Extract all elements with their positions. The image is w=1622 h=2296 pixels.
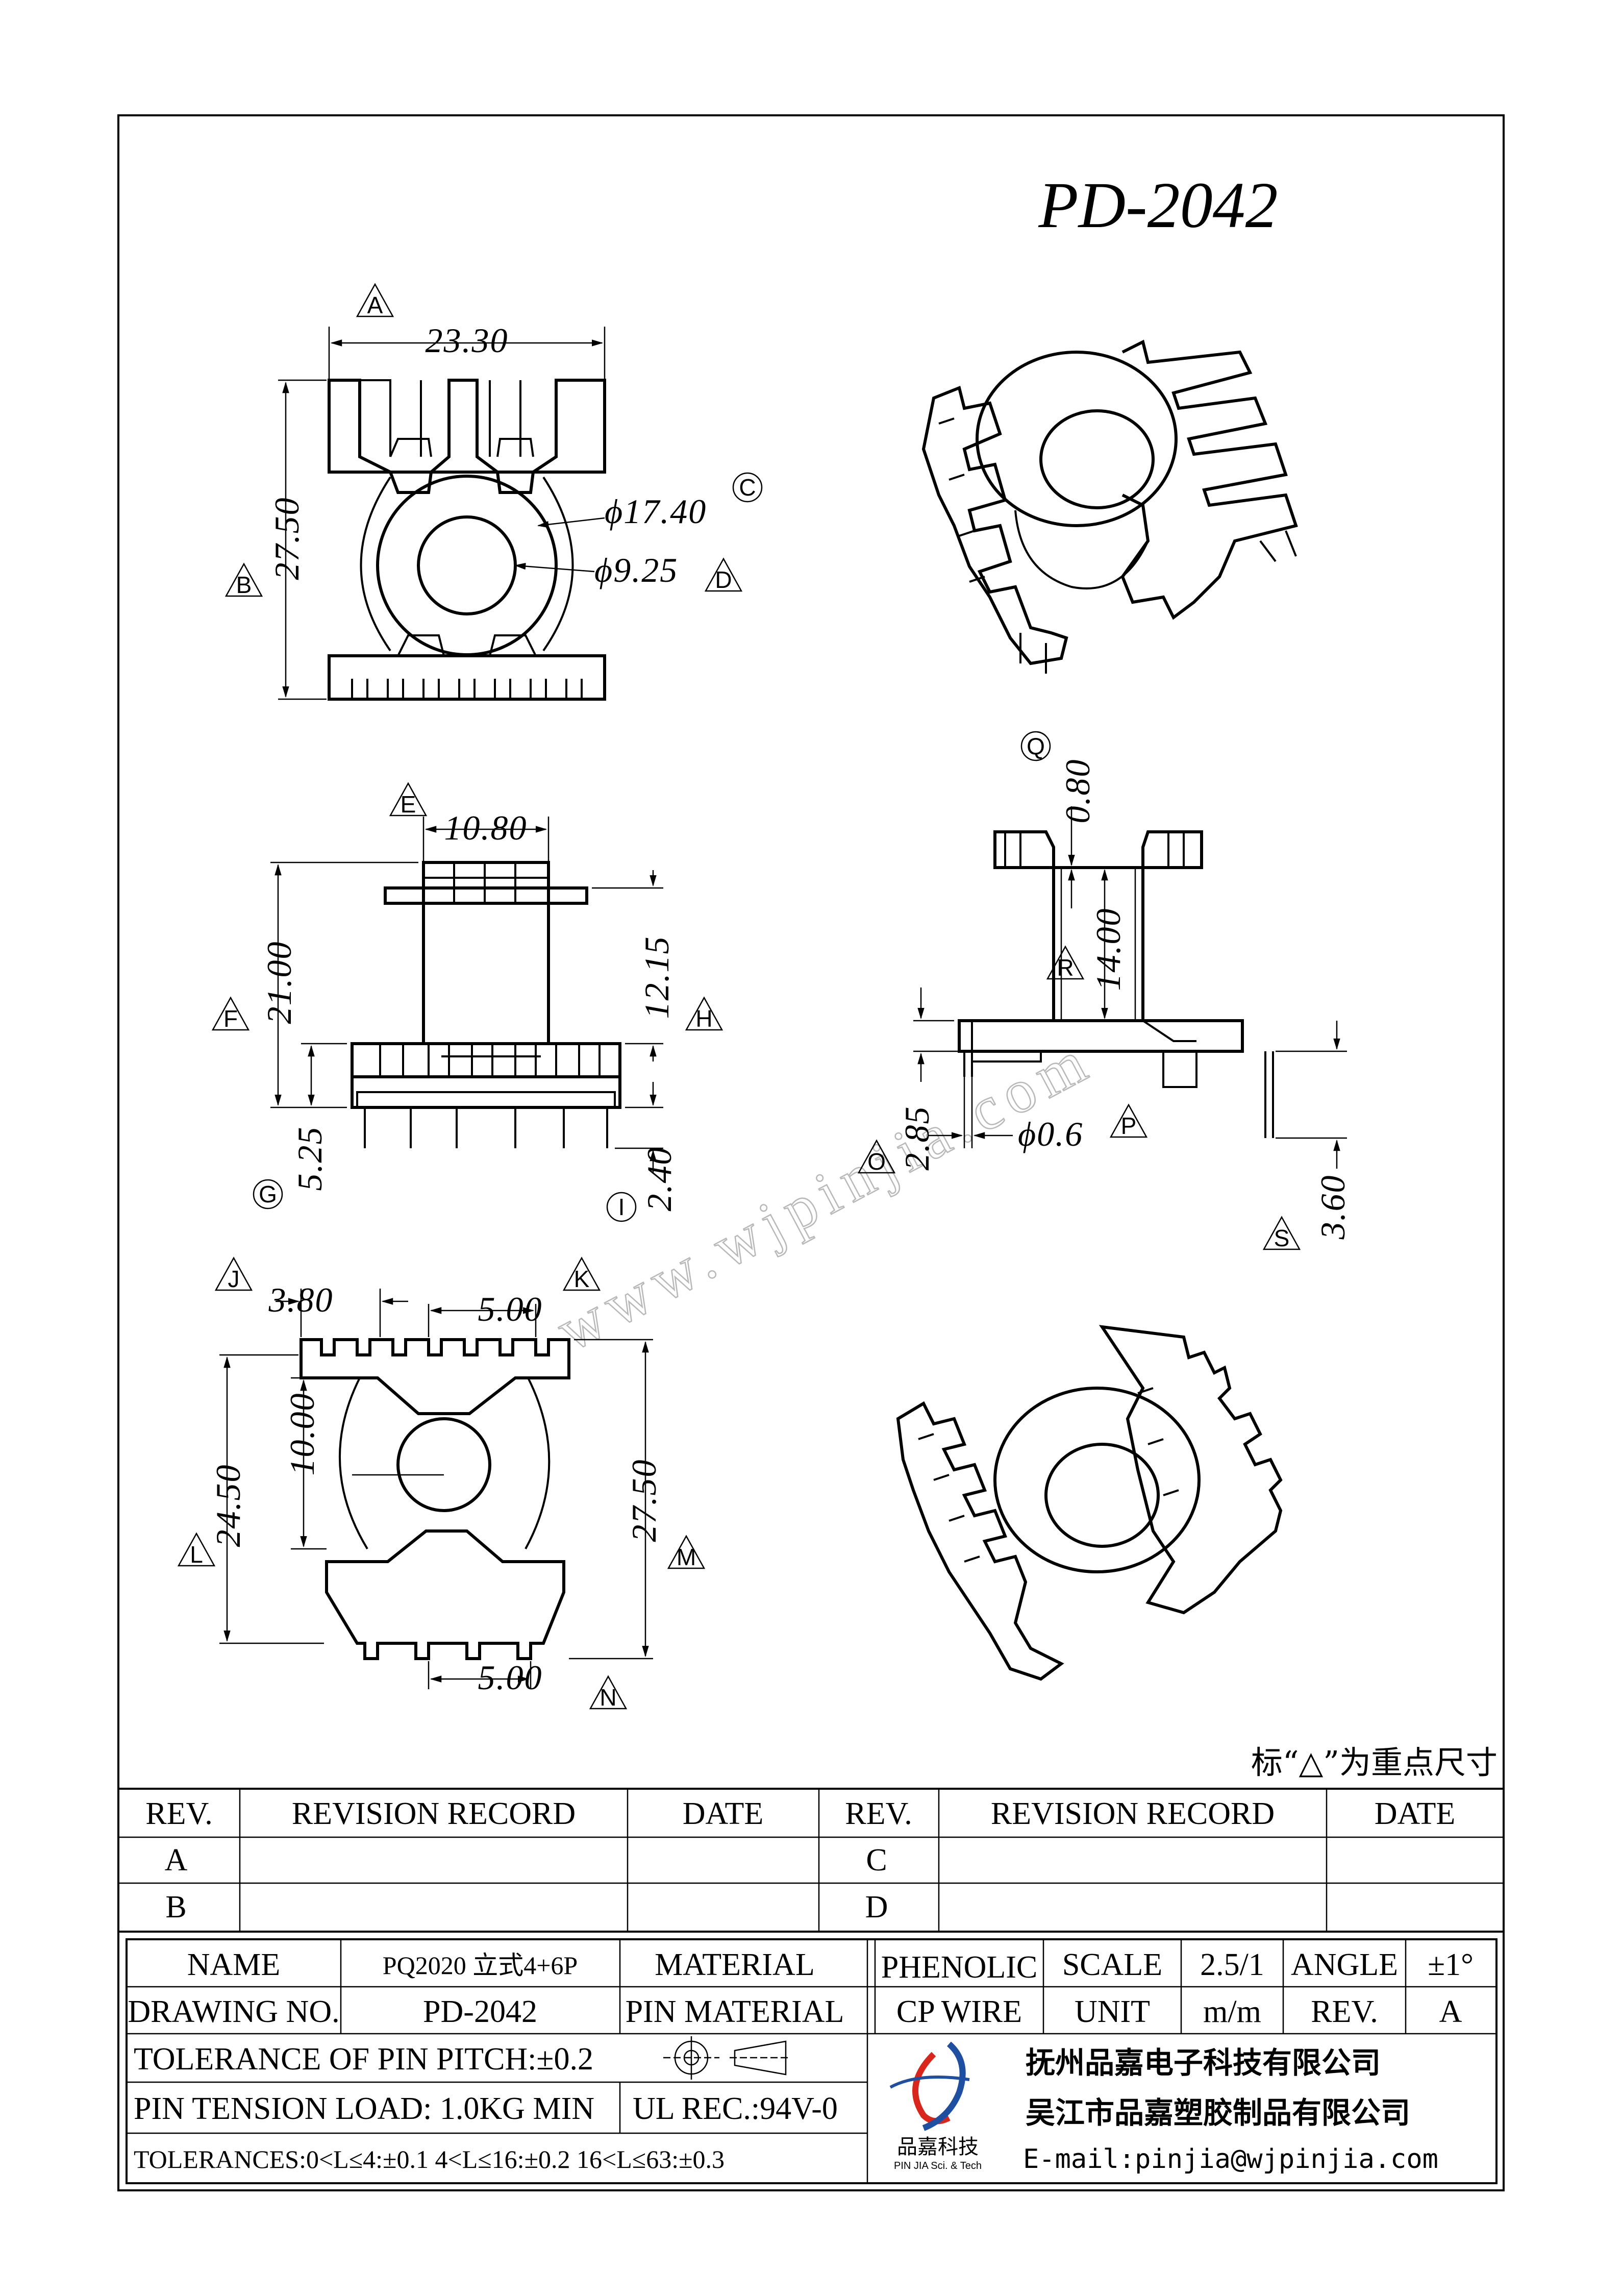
dim-n-value: 5.00 [478,1658,543,1697]
isometric-view-top [921,339,1298,674]
sheet-border [117,114,1505,2191]
rev-label: REV. [1311,1994,1378,2029]
angle-label: ANGLE [1291,1947,1398,1982]
unit-label: UNIT [1075,1994,1150,2029]
tag-q: Q [1027,733,1045,759]
company-name-1: 抚州品嘉电子科技有限公司 [1026,2045,1381,2080]
dim-o-value: 2.85 [897,1106,936,1171]
name-label: NAME [187,1947,281,1982]
top-view: 23.30 27.50 ϕ17.40 ϕ9.25 [267,321,707,701]
rev-row-c: C [866,1843,887,1878]
front-view: 10.80 21.00 5.25 12.15 2.40 [260,808,679,1212]
dim-e-value: 10.80 [444,808,528,847]
dim-h-value: 12.15 [637,936,676,1019]
rev-header-record-1: REVISION RECORD [292,1796,576,1831]
rev-row-a: A [165,1843,188,1878]
dim-q-value: 0.80 [1058,759,1097,824]
dim-p-value: ϕ0.6 [1018,1115,1083,1153]
rev-header-rev-2: REV. [845,1796,912,1831]
dim-c-value: ϕ17.40 [605,492,707,531]
material-value: PHENOLIC [881,1950,1038,1985]
tag-a: A [367,292,383,318]
rev-header-date-1: DATE [683,1796,763,1831]
scale-label: SCALE [1062,1947,1162,1982]
rev-header-record-2: REVISION RECORD [991,1796,1275,1831]
material-label: MATERIAL [655,1947,814,1982]
projection-symbol-icon [663,2036,791,2080]
pin-material-label: PIN MATERIAL [626,1994,844,2029]
key-dimension-note: 标“△”为重点尺寸 [1251,1744,1498,1781]
drawing-no-label: DRAWING NO. [128,1994,339,2029]
dim-r-value: 14.00 [1089,908,1128,991]
tag-j: J [228,1266,240,1292]
dim-d-value: ϕ9.25 [594,551,678,589]
dim-s-value: 3.60 [1313,1175,1352,1240]
drawing-no-value: PD-2042 [423,1994,537,2029]
dim-b-value: 27.50 [267,497,306,580]
ul-rec: UL REC.:94V-0 [633,2091,838,2126]
dim-j-value: 3.80 [268,1280,334,1319]
logo-cn: 品嘉科技 [897,2135,979,2159]
tag-r: R [1057,954,1074,981]
title-block: NAME PQ2020 立式4+6P MATERIAL PHENOLIC SCA… [126,1938,1498,2184]
tag-o: O [867,1148,886,1175]
name-value: PQ2020 立式4+6P [383,1951,578,1980]
tag-p: P [1121,1113,1137,1139]
dim-i-value: 2.40 [640,1147,679,1212]
company-name-2: 吴江市品嘉塑胶制品有限公司 [1026,2095,1410,2130]
rev-value: A [1439,1994,1462,2029]
rev-header-date-2: DATE [1375,1796,1455,1831]
tag-d: D [715,566,732,593]
tag-i: I [618,1194,625,1220]
dim-l2-value: 10.00 [283,1393,321,1476]
tag-c: C [739,474,756,501]
tag-k: K [574,1266,590,1292]
dimension-tags: A B C D E F G H I J K L M N O P Q R S [177,283,1301,1711]
company-email: E-mail:pinjia@wjpinjia.com [1023,2144,1438,2175]
dim-k-value: 5.00 [478,1290,543,1328]
isometric-view-bottom [896,1325,1283,1681]
rev-header-rev-1: REV. [145,1796,213,1831]
tag-e: E [401,791,416,818]
pin-pitch-tolerance: TOLERANCE OF PIN PITCH:±0.2 [134,2042,593,2077]
company-logo: 品嘉科技 PIN JIA Sci. & Tech [889,2041,982,2171]
pin-tension-load: PIN TENSION LOAD: 1.0KG MIN [134,2091,594,2126]
tag-n: N [600,1684,616,1711]
dim-l-value: 24.50 [209,1464,247,1547]
tag-m: M [677,1544,696,1570]
dim-m-value: 27.50 [625,1459,663,1542]
tag-l: L [190,1541,203,1568]
rev-row-d: D [865,1890,888,1924]
logo-en: PIN JIA Sci. & Tech [894,2160,982,2171]
tag-f: F [223,1005,238,1032]
watermark: www.wjpinjia.com [546,1024,1104,1364]
dim-a-value: 23.30 [426,321,509,360]
tag-b: B [236,572,252,598]
tag-g: G [259,1181,277,1207]
drawing-title: PD-2042 [1038,169,1278,241]
side-view: 0.80 14.00 2.85 ϕ0.6 3.60 [897,759,1352,1240]
pin-material-value: CP WIRE [896,1994,1022,2029]
unit-value: m/m [1203,1994,1261,2029]
bottom-view: 3.80 5.00 24.50 10.00 27.50 5.00 [209,1280,663,1697]
tolerances: TOLERANCES:0<L≤4:±0.1 4<L≤16:±0.2 16<L≤6… [134,2145,725,2174]
rev-row-b: B [165,1890,186,1924]
tag-s: S [1274,1225,1290,1251]
dim-g-value: 5.25 [290,1126,329,1191]
revision-table: REV. REVISION RECORD DATE REV. REVISION … [118,1788,1504,1933]
tag-h: H [695,1005,712,1032]
scale-value: 2.5/1 [1200,1947,1264,1982]
dim-f-value: 21.00 [260,941,298,1024]
angle-value: ±1° [1428,1947,1474,1982]
